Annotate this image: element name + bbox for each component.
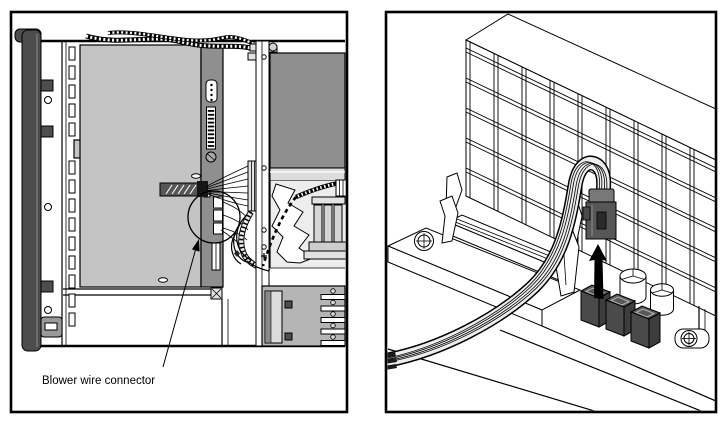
chassis-bezel [14,28,63,352]
hidden-cable [261,182,346,267]
power-board [73,44,224,288]
capacitor-bank [303,196,346,260]
unplug-direction-arrow [589,244,607,299]
board-edge-lines [387,325,716,411]
bezel-clip [40,316,63,338]
connector-plug [582,188,617,240]
expansion-slot-list [320,288,346,346]
left-panel-illustration: Blower wire connector [12,13,346,411]
corner-screw [674,328,710,349]
pin-header [206,106,216,150]
mounting-screw-box [210,287,223,300]
card-chip [284,332,293,341]
receptacle-block [629,305,662,349]
right-panel-border [384,10,718,414]
tray-connector [335,179,346,197]
bezel-tab [40,79,54,92]
expansion-card [261,285,346,347]
standoff-screw [414,231,434,251]
vent-slot-column [68,46,76,327]
left-panel-border [9,10,349,414]
wire-tips [387,352,397,370]
bezel-screw-holes [44,96,52,314]
blower-wire-circle-callout [187,190,241,244]
fan-out-wires [206,165,249,207]
bezel-tab [40,280,54,293]
four-pin-connector [205,79,218,103]
socket-latch-left [439,195,459,244]
drive-tray-cutaway [230,179,346,272]
drive-bay-block [269,52,346,169]
board-screw [205,151,217,163]
blower-wire-pads [213,196,223,235]
torn-edge [271,183,315,264]
card-chip [284,300,293,309]
callout-arrow [162,239,200,368]
callout-label: Blower wire connector [42,375,155,387]
card-slot [211,242,221,271]
capacitor [650,283,674,316]
cable-clip [234,250,240,257]
bezel-tab [40,125,54,138]
right-panel-illustration [387,13,716,411]
bay-divider-band [269,167,346,182]
grille-face [465,39,716,317]
wire-bundle [387,162,607,370]
blower-duct [159,181,208,197]
